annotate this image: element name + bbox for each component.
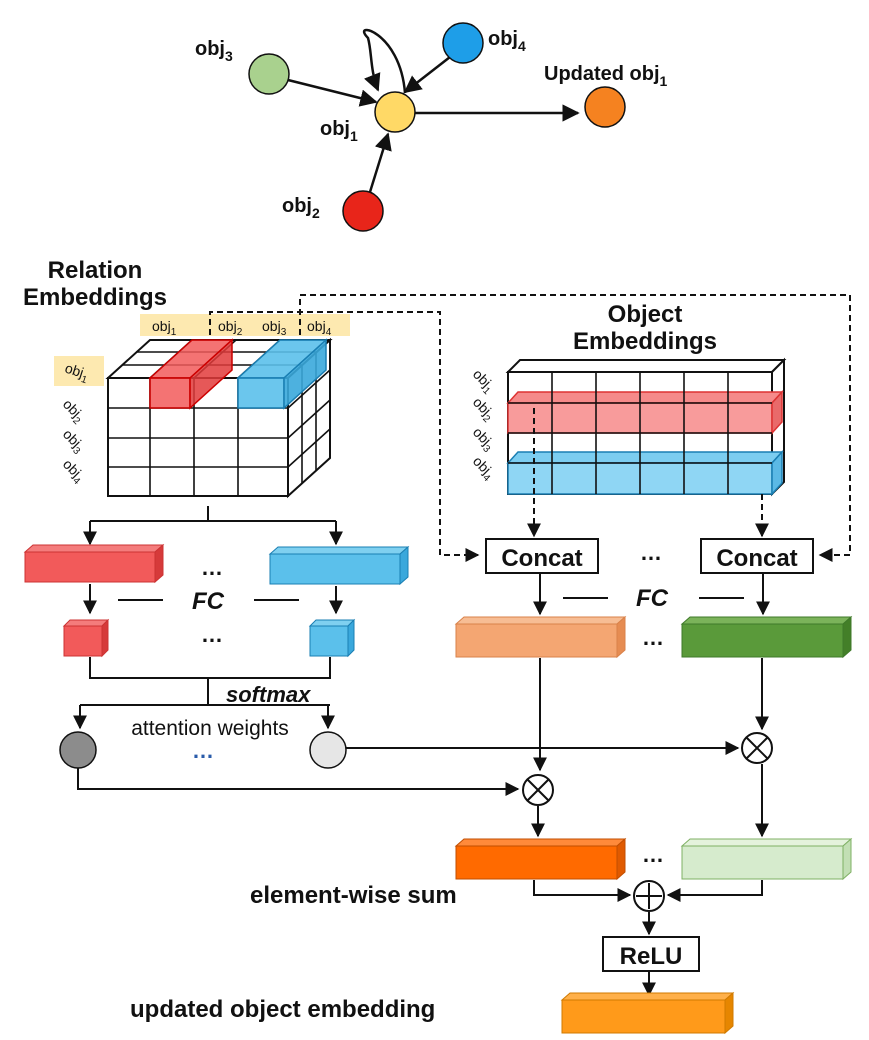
self-loop-edge — [362, 28, 407, 94]
col-label-obj2: obj2 — [218, 318, 243, 338]
concat-label-right: Concat — [716, 545, 797, 572]
node-obj4 — [442, 22, 484, 64]
dots-attention: … — [192, 738, 214, 763]
object-blue-row — [506, 450, 784, 496]
node-obj1 — [374, 91, 416, 133]
multiply-icon-right — [741, 732, 773, 764]
attention-weights-label: attention weights — [131, 717, 289, 740]
green-vector — [680, 615, 853, 659]
weighted-orange-vector — [454, 837, 627, 881]
dashed-connectors — [209, 294, 851, 562]
concat-box-right — [700, 538, 814, 574]
label-obj4: obj4 — [488, 28, 526, 54]
softmax-label: softmax — [226, 682, 311, 707]
relation-red-block — [148, 338, 234, 410]
object-title-line2: Embeddings — [573, 328, 717, 355]
column-header-highlight — [140, 314, 350, 336]
label-obj2: obj2 — [282, 195, 320, 221]
node-obj2 — [342, 190, 384, 232]
relu-label: ReLU — [620, 943, 683, 970]
label-obj1: obj1 — [320, 118, 358, 144]
obj-row-label-1: obj1 — [467, 366, 499, 398]
element-wise-sum-label: element-wise sum — [250, 882, 457, 909]
obj-row-label-3: obj3 — [467, 424, 499, 456]
object-title-line1: Object — [608, 301, 683, 328]
relation-title-line1: Relation — [48, 257, 143, 284]
label-updated-obj1: Updated obj1 — [544, 63, 668, 89]
updated-object-embedding-vector — [560, 991, 735, 1035]
blue-relation-vector — [268, 545, 410, 586]
relation-embeddings: Relation Embeddings obj1 obj2 obj3 obj4 … — [23, 257, 350, 499]
dots-score-cubes: … — [201, 622, 223, 647]
multiply-icon-left — [522, 774, 554, 806]
blue-score-cube — [308, 618, 356, 658]
dots-relation-vectors: … — [201, 555, 223, 580]
relu-box — [602, 936, 700, 972]
edge-obj2-obj1 — [368, 132, 392, 193]
obj-row-label-4: obj4 — [467, 453, 499, 485]
col-label-obj4: obj4 — [307, 318, 332, 338]
row-label-obj2: obj2 — [57, 396, 89, 428]
row-label-obj4: obj4 — [57, 456, 89, 488]
right-fc-branch: Concat Concat … FC … — [77, 538, 853, 1035]
object-embeddings: Object Embeddings obj1 obj2 obj3 obj4 — [467, 301, 787, 538]
node-updated-obj1 — [584, 86, 626, 128]
row-label-obj3: obj3 — [57, 426, 89, 458]
row-label-obj1: obj1 — [62, 360, 92, 387]
concat-label-left: Concat — [501, 545, 582, 572]
object-matrix-gridlines — [508, 372, 772, 494]
updated-object-embedding-label: updated object embedding — [130, 996, 435, 1023]
attention-weight-light — [309, 731, 347, 769]
dots-concat: … — [640, 540, 662, 565]
peach-vector — [454, 615, 627, 659]
concat-box-left — [485, 538, 599, 574]
dots-fc-vectors: … — [642, 625, 664, 650]
relation-title-line2: Embeddings — [23, 284, 167, 311]
red-relation-vector — [23, 543, 165, 584]
node-obj3 — [248, 53, 290, 95]
row-header-highlight — [54, 356, 104, 386]
object-red-row — [506, 390, 784, 435]
weighted-light-green-vector — [680, 837, 853, 881]
red-score-cube — [62, 618, 110, 658]
col-label-obj3: obj3 — [262, 318, 287, 338]
relation-blue-block — [236, 338, 328, 410]
attention-weight-dark — [59, 731, 97, 769]
obj-row-label-2: obj2 — [467, 394, 499, 426]
fc-label-left: FC — [192, 588, 225, 615]
dots-weighted-vectors: … — [642, 842, 664, 867]
left-fc-branch: … FC … softmax attention weights … — [23, 506, 410, 769]
edge-obj4-obj1 — [403, 56, 451, 94]
fc-label-right: FC — [636, 585, 669, 612]
edge-obj3-obj1 — [287, 78, 378, 107]
plus-icon — [633, 880, 665, 912]
object-graph: obj3 obj4 obj1 obj2 Updated obj1 — [195, 22, 668, 232]
col-label-obj1: obj1 — [152, 318, 177, 338]
label-obj3: obj3 — [195, 38, 233, 64]
